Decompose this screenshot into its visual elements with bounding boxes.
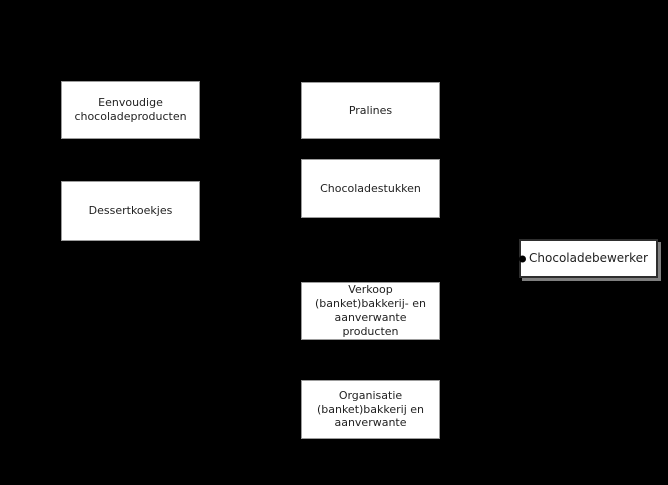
node-label: Verkoop (banket)bakkerij- en aanverwante… xyxy=(314,283,426,338)
node-label: Eenvoudige chocoladeproducten xyxy=(74,96,187,123)
node-label: Pralines xyxy=(348,103,393,117)
node-eenvoudige-chocoladeproducten[interactable]: Eenvoudige chocoladeproducten xyxy=(61,81,200,139)
node-organisatie-bakkerij[interactable]: Organisatie (banket)bakkerij en aanverwa… xyxy=(301,380,440,439)
node-dessertkoekjes[interactable]: Dessertkoekjes xyxy=(61,181,200,241)
node-label: Chocoladestukken xyxy=(320,181,421,195)
node-label: Dessertkoekjes xyxy=(88,204,173,218)
fold-dot-icon[interactable] xyxy=(519,255,526,262)
root-node-label: Chocoladebewerker xyxy=(529,250,648,265)
node-pralines[interactable]: Pralines xyxy=(301,82,440,139)
node-label: Organisatie (banket)bakkerij en aanverwa… xyxy=(316,388,425,430)
node-chocoladebewerker-root[interactable]: Chocoladebewerker xyxy=(519,239,658,278)
node-chocoladestukken[interactable]: Chocoladestukken xyxy=(301,159,440,218)
node-verkoop-bakkerij-producten[interactable]: Verkoop (banket)bakkerij- en aanverwante… xyxy=(301,282,440,340)
